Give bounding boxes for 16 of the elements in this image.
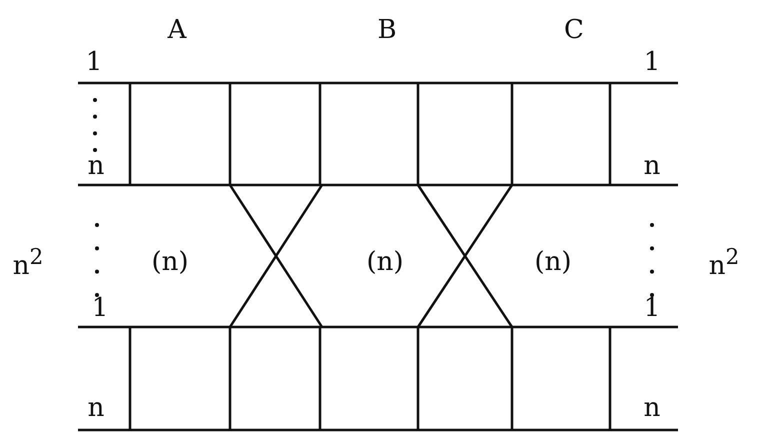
index-label: 1 xyxy=(86,47,102,77)
column-letter: C xyxy=(564,15,584,45)
index-label: n xyxy=(88,151,104,181)
group-label: (n) xyxy=(151,247,189,277)
group-label: (n) xyxy=(366,247,404,277)
index-label: n xyxy=(88,393,104,423)
index-label: 1 xyxy=(644,293,660,323)
index-label: n xyxy=(644,393,660,423)
index-label: 1 xyxy=(644,47,660,77)
index-label: n xyxy=(644,151,660,181)
count-label: n$^{2}$ xyxy=(12,244,44,281)
column-letter: A xyxy=(168,15,186,45)
count-label: n$^{2}$ xyxy=(708,244,740,281)
group-label: (n) xyxy=(534,247,572,277)
column-letter: B xyxy=(377,15,397,45)
index-label: 1 xyxy=(92,293,108,323)
